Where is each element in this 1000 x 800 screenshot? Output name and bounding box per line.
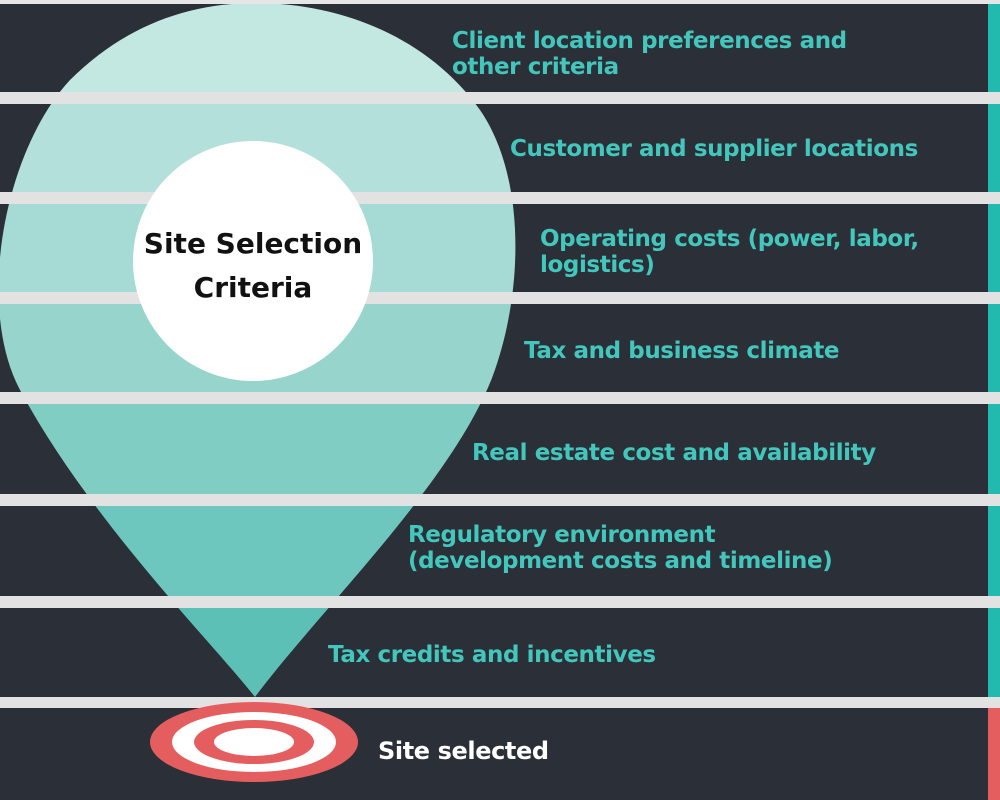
band-separator-1 <box>0 92 1000 104</box>
criterion-label-4: Tax and business climate <box>524 338 839 364</box>
criterion-label-7: Tax credits and incentives <box>328 642 656 668</box>
criterion-accent-bar-2 <box>988 104 1000 192</box>
criterion-band-7 <box>0 608 1000 697</box>
criterion-label-2: Customer and supplier locations <box>510 136 918 162</box>
center-circle <box>133 141 373 381</box>
criterion-label-6: Regulatory environment(development costs… <box>408 522 832 574</box>
criterion-label-5: Real estate cost and availability <box>472 440 876 466</box>
criterion-label-line: logistics) <box>540 252 654 278</box>
criterion-accent-bar-1 <box>988 4 1000 92</box>
pin-slice-5 <box>0 402 516 496</box>
band-separator-5 <box>0 494 1000 506</box>
target-icon <box>150 702 358 782</box>
criterion-accent-bar-6 <box>988 506 1000 596</box>
criterion-accent-bar-4 <box>988 304 1000 392</box>
criterion-label-line: other criteria <box>452 54 619 80</box>
criterion-accent-bar-5 <box>988 404 1000 494</box>
criterion-label-line: Customer and supplier locations <box>510 136 918 162</box>
top-margin <box>0 0 1000 4</box>
criterion-label-line: Tax and business climate <box>524 338 839 364</box>
criterion-label-3: Operating costs (power, labor,logistics) <box>540 226 919 278</box>
band-separator-4 <box>0 392 1000 404</box>
final-label: Site selected <box>378 737 549 765</box>
criterion-label-line: Client location preferences and <box>452 28 847 54</box>
center-title-line1: Site Selection <box>144 227 362 260</box>
criterion-accent-bar-7 <box>988 608 1000 697</box>
criterion-label-line: Real estate cost and availability <box>472 440 876 466</box>
center-badge: Site Selection Criteria <box>133 141 373 381</box>
target-ring-4 <box>214 728 294 756</box>
band-separator-6 <box>0 596 1000 608</box>
criterion-label-line: Regulatory environment <box>408 522 716 548</box>
center-title-line2: Criteria <box>194 271 313 304</box>
criterion-label-line: Operating costs (power, labor, <box>540 226 919 252</box>
final-accent-bar <box>988 708 1000 800</box>
criterion-label-line: Tax credits and incentives <box>328 642 656 668</box>
criterion-label-line: (development costs and timeline) <box>408 548 832 574</box>
criterion-accent-bar-3 <box>988 204 1000 292</box>
band-separator-7 <box>0 697 1000 708</box>
